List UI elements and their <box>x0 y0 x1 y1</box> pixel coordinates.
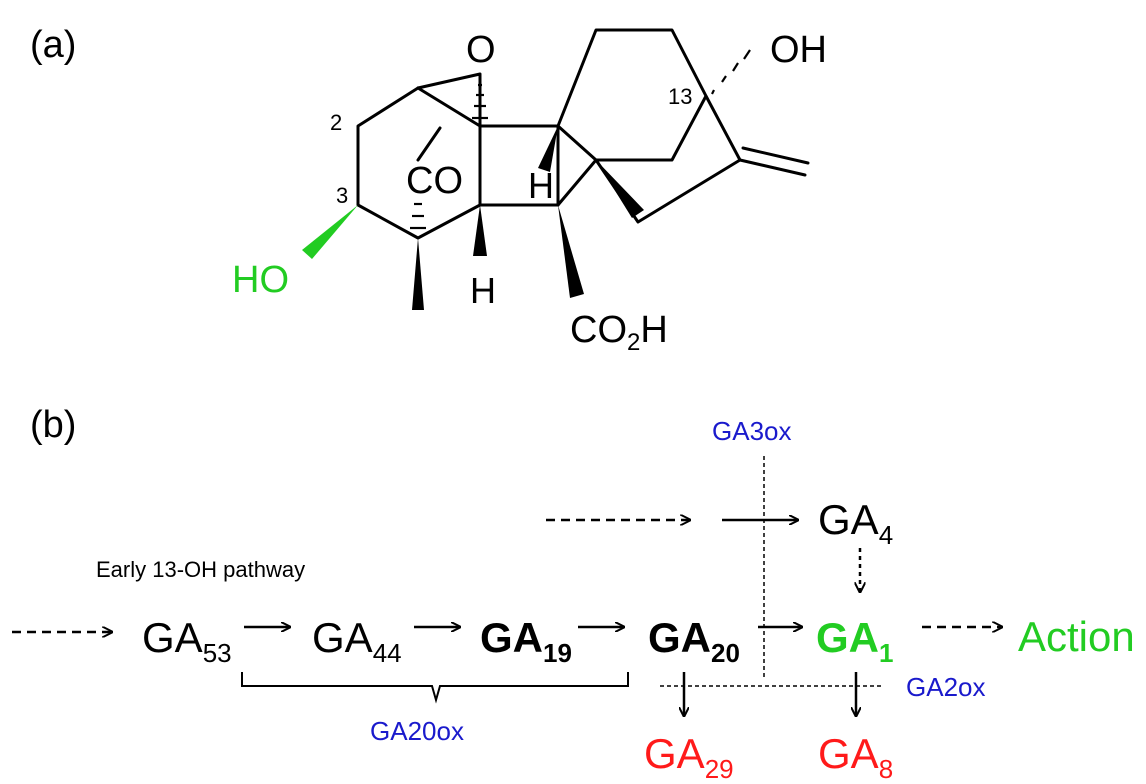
ring-cd-bonds <box>556 28 742 224</box>
node-ga1: GA1 <box>816 614 893 668</box>
enzyme-ga20ox: GA20ox <box>370 716 464 746</box>
wedge-c5-h <box>473 205 487 256</box>
wedge-c4-methyl <box>412 238 424 310</box>
node-ga29: GA29 <box>644 730 734 784</box>
node-ga19: GA19 <box>480 614 572 668</box>
atom-h-lower: H <box>470 270 496 311</box>
wedge-c3-oh <box>302 205 358 259</box>
atom-oh-top: OH <box>770 29 827 71</box>
node-ga20: GA20 <box>648 614 740 668</box>
hashed-wedge-c4 <box>410 202 426 230</box>
atom-h-upper: H <box>528 165 554 206</box>
ring-a-bonds <box>356 86 482 240</box>
hashed-wedge-c10 <box>472 83 488 120</box>
node-ga53: GA53 <box>142 614 232 668</box>
ga20ox-brace <box>241 672 629 704</box>
enzyme-ga3ox: GA3ox <box>712 416 792 446</box>
panel-b: (b) GA3ox Early 13-OH pathway GA53 GA44 … <box>12 404 1135 784</box>
wedge-c9-h <box>538 126 558 172</box>
lactone-bridge <box>416 72 482 128</box>
co-bridge <box>416 126 442 162</box>
atom-c2-number: 2 <box>330 110 342 135</box>
atom-c13-number: 13 <box>668 84 692 109</box>
node-ga44: GA44 <box>312 614 402 668</box>
atom-o-bridge: O <box>466 29 496 71</box>
pathway-label: Early 13-OH pathway <box>96 557 305 582</box>
atom-co2h: CO2H <box>570 309 668 356</box>
methylene-bond <box>738 146 810 177</box>
wedge-c6-co2h <box>558 205 584 298</box>
hashed-wedge-c13 <box>711 49 751 95</box>
wedge-c8-ring <box>596 160 644 218</box>
atom-c3-number: 3 <box>336 183 348 208</box>
ga1-structure: O OH 13 2 3 CO H H HO CO2H <box>232 28 827 356</box>
atom-co-lactone: CO <box>406 160 463 202</box>
enzyme-ga2ox: GA2ox <box>906 672 986 702</box>
panel-b-label: (b) <box>30 404 76 446</box>
panel-a-label: (a) <box>30 24 76 66</box>
node-action: Action <box>1018 613 1135 660</box>
atom-ho: HO <box>232 259 289 301</box>
panel-a: (a) <box>30 24 827 356</box>
node-ga4: GA4 <box>818 496 893 550</box>
node-ga8: GA8 <box>818 730 893 784</box>
